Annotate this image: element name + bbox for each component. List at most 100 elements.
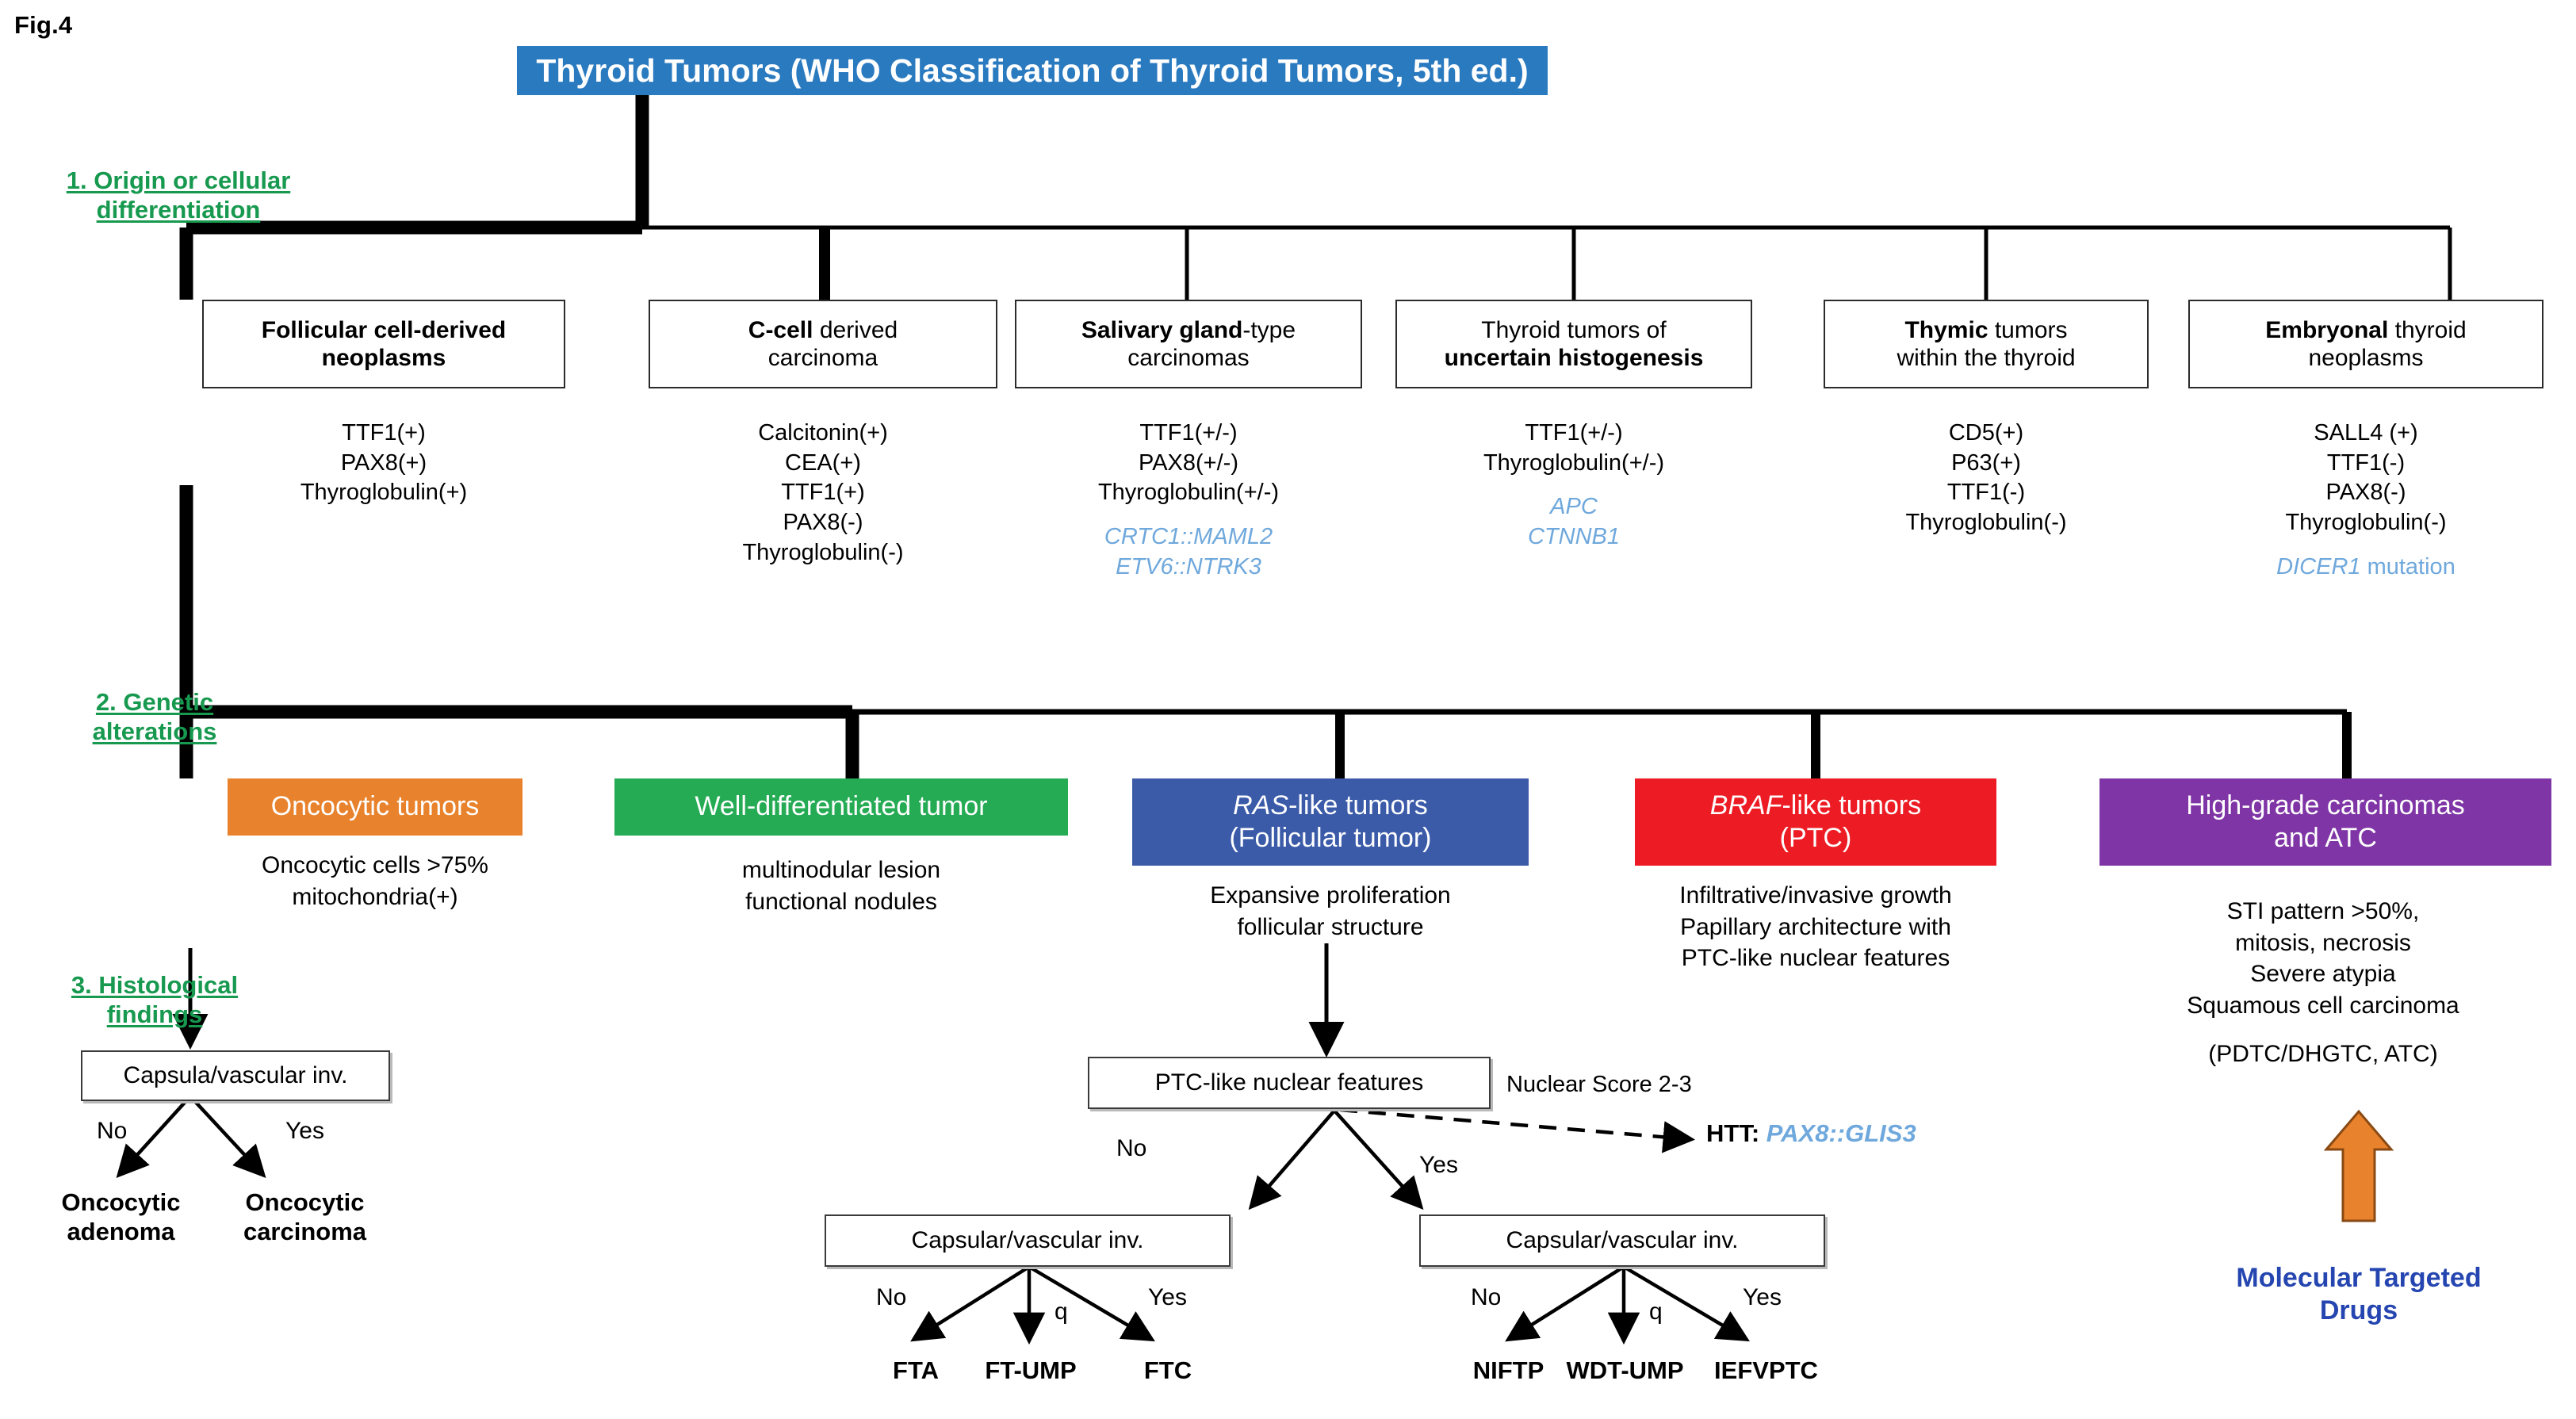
feature: Infiltrative/invasive growth bbox=[1679, 882, 1952, 908]
htt-annotation: HTT: PAX8::GLIS3 bbox=[1706, 1119, 1916, 1148]
marker: PAX8(-) bbox=[783, 510, 863, 536]
feature: mitochondria(+) bbox=[292, 883, 458, 910]
outcome-line1: Oncocytic bbox=[245, 1188, 365, 1216]
decision-label: Capsular/vascular inv. bbox=[1506, 1227, 1739, 1253]
marker: Thyroglobulin(+/-) bbox=[1097, 480, 1280, 506]
genetic-box-oncocytic[interactable]: Oncocytic tumors bbox=[228, 778, 522, 836]
outcome-line2: adenoma bbox=[67, 1218, 175, 1246]
cat-2-line2: carcinomas bbox=[1127, 345, 1250, 371]
outcome-oncocytic-carcinoma: Oncocytic carcinoma bbox=[200, 1188, 410, 1246]
marker: Thyroglobulin(+) bbox=[300, 480, 468, 506]
branch-label-q: q bbox=[1649, 1299, 1663, 1325]
branch-label-yes: Yes bbox=[1419, 1152, 1458, 1178]
outcome-oncocytic-adenoma: Oncocytic adenoma bbox=[16, 1188, 226, 1246]
feature: Squamous cell carcinoma bbox=[2187, 992, 2459, 1019]
category-box-salivary-gland[interactable]: Salivary gland-type carcinomas bbox=[1015, 300, 1362, 388]
marker: Thyroglobulin(-) bbox=[1905, 510, 2067, 536]
step-label-origin: 1. Origin or cellular differentiation bbox=[20, 166, 337, 224]
cat-1-rest: derived bbox=[813, 316, 898, 343]
category-box-embryonal[interactable]: Embryonal thyroid neoplasms bbox=[2188, 300, 2543, 388]
genetic-features-oncocytic: Oncocytic cells >75% mitochondria(+) bbox=[172, 850, 578, 912]
figure-label: Fig.4 bbox=[14, 11, 73, 39]
outcome-iefvptc: IEFVPTC bbox=[1714, 1356, 1818, 1384]
gene-suffix: mutation bbox=[2360, 553, 2455, 579]
cat-4-rest: tumors bbox=[1988, 316, 2068, 343]
category-box-thymic[interactable]: Thymic tumors within the thyroid bbox=[1824, 300, 2149, 388]
gene-name: DICER1 bbox=[2276, 553, 2361, 579]
htt-gene-fusion: PAX8::GLIS3 bbox=[1766, 1119, 1916, 1147]
decision-label: PTC-like nuclear features bbox=[1154, 1069, 1424, 1096]
genetic-box-braf-like[interactable]: BRAF-like tumors (PTC) bbox=[1635, 778, 1996, 866]
cat-2-bold: Salivary gland bbox=[1081, 316, 1243, 343]
marker: CEA(+) bbox=[785, 449, 861, 476]
marker: PAX8(+) bbox=[340, 449, 427, 476]
step-label-genetic: 2. Genetic alterations bbox=[20, 688, 289, 746]
branch-label-yes: Yes bbox=[1743, 1284, 1782, 1310]
branch-label-yes: Yes bbox=[285, 1118, 324, 1144]
outcome-ft-ump: FT-UMP bbox=[985, 1356, 1077, 1384]
step-label-histology: 3. Histological findings bbox=[20, 971, 289, 1029]
molecular-targeted-drugs-label: Molecular Targeted Drugs bbox=[2157, 1262, 2561, 1328]
high-grade-label-line2: and ATC bbox=[2274, 823, 2377, 853]
category-box-c-cell[interactable]: C-cell derived carcinoma bbox=[649, 300, 997, 388]
decision-box-capsula-vascular-inv[interactable]: Capsula/vascular inv. bbox=[81, 1050, 390, 1101]
genetic-features-high-grade: STI pattern >50%, mitosis, necrosis Seve… bbox=[2069, 896, 2576, 1070]
cat-1-line2: carcinoma bbox=[767, 345, 878, 371]
step-2-line2: alterations bbox=[92, 717, 217, 745]
outcome-line1: Oncocytic bbox=[61, 1188, 181, 1216]
genetic-box-high-grade[interactable]: High-grade carcinomas and ATC bbox=[2099, 778, 2551, 866]
marker: PAX8(-) bbox=[2325, 480, 2406, 506]
category-markers-embryonal: SALL4 (+) TTF1(-) PAX8(-) Thyroglobulin(… bbox=[2188, 419, 2543, 582]
feature: Papillary architecture with bbox=[1680, 913, 1951, 940]
step-2-line1: 2. Genetic bbox=[95, 688, 214, 716]
feature: follicular structure bbox=[1237, 913, 1424, 940]
gene-fusion: ETV6::NTRK3 bbox=[1116, 553, 1261, 579]
genetic-features-ras-like: Expansive proliferation follicular struc… bbox=[1108, 880, 1552, 943]
category-markers-uncertain-histogenesis: TTF1(+/-) Thyroglobulin(+/-) APC CTNNB1 bbox=[1395, 419, 1752, 553]
genetic-box-well-differentiated[interactable]: Well-differentiated tumor bbox=[614, 778, 1068, 836]
cat-5-rest: thyroid bbox=[2388, 316, 2467, 343]
category-markers-thymic: CD5(+) P63(+) TTF1(-) Thyroglobulin(-) bbox=[1824, 419, 2149, 538]
decision-box-capsular-vascular-inv-ptc[interactable]: Capsular/vascular inv. bbox=[1419, 1214, 1825, 1267]
gene-mutation-row: DICER1 mutation bbox=[2188, 553, 2543, 583]
htt-label: HTT: bbox=[1706, 1119, 1760, 1147]
feature: functional nodules bbox=[745, 888, 937, 915]
category-markers-c-cell: Calcitonin(+) CEA(+) TTF1(+) PAX8(-) Thy… bbox=[649, 419, 997, 568]
ras-gene-label: RAS bbox=[1233, 790, 1289, 820]
cat-5-line2: neoplasms bbox=[2308, 345, 2424, 371]
marker: TTF1(+) bbox=[342, 420, 426, 446]
feature: PTC-like nuclear features bbox=[1681, 945, 1950, 972]
cat-5-bold: Embryonal bbox=[2265, 316, 2389, 343]
category-box-uncertain-histogenesis[interactable]: Thyroid tumors of uncertain histogenesis bbox=[1395, 300, 1752, 388]
cat-1-bold: C-cell bbox=[748, 316, 813, 343]
marker: TTF1(+/-) bbox=[1139, 420, 1238, 446]
genetic-box-ras-like[interactable]: RAS-like tumors (Follicular tumor) bbox=[1132, 778, 1529, 866]
decision-label: Capsular/vascular inv. bbox=[911, 1227, 1144, 1253]
category-markers-follicular: TTF1(+) PAX8(+) Thyroglobulin(+) bbox=[202, 419, 565, 508]
decision-label: Capsula/vascular inv. bbox=[123, 1062, 348, 1088]
feature: (PDTC/DHGTC, ATC) bbox=[2208, 1041, 2438, 1068]
category-box-follicular[interactable]: Follicular cell-derived neoplasms bbox=[202, 300, 565, 388]
cat-2-rest: -type bbox=[1242, 316, 1296, 343]
ras-label-line2: (Follicular tumor) bbox=[1229, 823, 1432, 853]
decision-box-capsular-vascular-inv-follicular[interactable]: Capsular/vascular inv. bbox=[825, 1214, 1231, 1267]
decision-box-ptc-like-nuclear-features[interactable]: PTC-like nuclear features bbox=[1088, 1057, 1491, 1109]
gene-fusion: CRTC1::MAML2 bbox=[1104, 524, 1273, 550]
braf-label-line2: (PTC) bbox=[1779, 823, 1852, 853]
outcome-wdt-ump: WDT-UMP bbox=[1566, 1356, 1684, 1384]
feature: Severe atypia bbox=[2250, 961, 2396, 988]
braf-label-rest: -like tumors bbox=[1782, 790, 1922, 820]
page-title: Thyroid Tumors (WHO Classification of Th… bbox=[517, 46, 1548, 95]
cat-3-rest: Thyroid tumors of bbox=[1481, 316, 1667, 343]
outcome-fta: FTA bbox=[893, 1356, 939, 1384]
branch-label-no: No bbox=[97, 1118, 128, 1144]
gene-mutation: APC bbox=[1550, 494, 1598, 520]
ras-label-rest: -like tumors bbox=[1288, 790, 1428, 820]
feature: STI pattern >50%, bbox=[2226, 898, 2420, 924]
marker: PAX8(+/-) bbox=[1139, 449, 1238, 476]
step-3-line2: findings bbox=[106, 1000, 203, 1028]
outcome-niftp: NIFTP bbox=[1472, 1356, 1544, 1384]
branch-label-q: q bbox=[1055, 1299, 1068, 1325]
marker: TTF1(+/-) bbox=[1525, 420, 1623, 446]
